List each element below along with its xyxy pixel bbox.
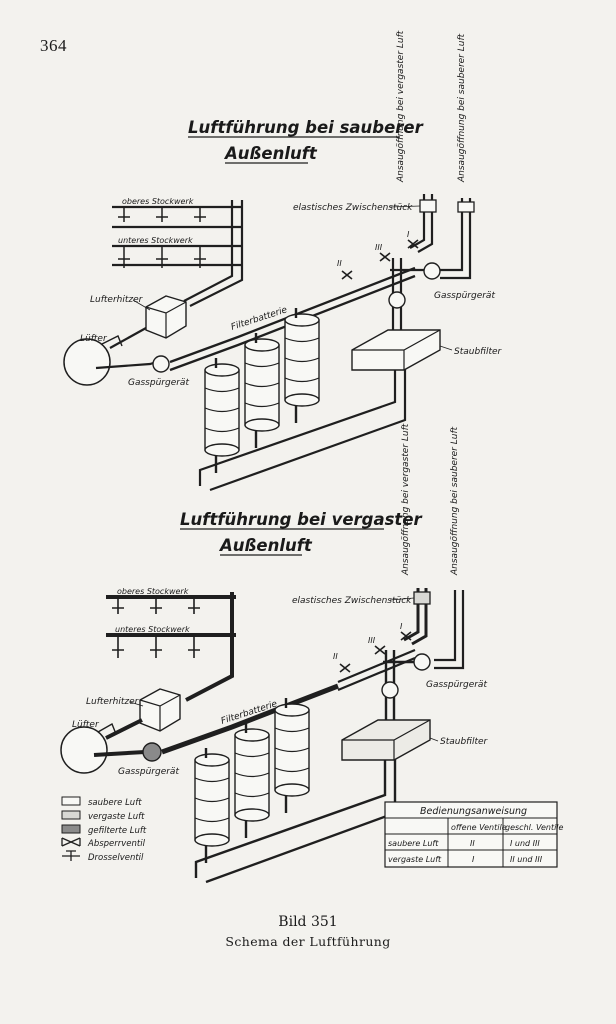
instructions-title: Bedienungsanweisung xyxy=(420,806,527,817)
legend-filtered-swatch xyxy=(61,824,81,834)
filter-cylinder-4 xyxy=(193,746,231,865)
intake-dirty-label: Ansaugöffnung bei vergaster Luft xyxy=(396,30,406,183)
lower-floor-label: unteres Stockwerk xyxy=(118,236,193,245)
upper-floor-label-2: oberes Stockwerk xyxy=(117,587,189,596)
title-gassed-line1: Luftführung bei vergaster xyxy=(180,510,423,529)
legend-gassed-label: vergaste Luft xyxy=(88,812,145,822)
gas-detector-left-label-2: Gasspürgerät xyxy=(118,767,179,777)
legend-throttle-icon xyxy=(62,850,80,861)
elastic-piece-label: elastisches Zwischenstück xyxy=(293,203,413,213)
figure-number: Bild 351 xyxy=(278,914,338,930)
gas-detector-left-label: Gasspürgerät xyxy=(128,378,189,388)
dust-filter-label-2: Staubfilter xyxy=(440,737,489,747)
title-clean-line2: Außenluft xyxy=(223,144,318,163)
gas-detector-left-2 xyxy=(142,742,162,762)
header-closed-valves: geschl. Ventile xyxy=(505,823,564,832)
dust-filter-2 xyxy=(341,719,431,761)
valve-3-label: III xyxy=(375,243,383,252)
intake-clean-label-2: Ansaugöffnung bei sauberer Luft xyxy=(450,426,460,576)
row1-mode: saubere Luft xyxy=(388,839,439,848)
upper-floor-label: oberes Stockwerk xyxy=(122,197,194,206)
fan-2 xyxy=(60,722,117,774)
fan-label-2: Lüfter xyxy=(72,720,100,730)
header-open-valves: offene Ventile xyxy=(451,823,507,832)
row2-mode: vergaste Luft xyxy=(388,855,442,864)
row2-closed: II und III xyxy=(510,855,543,864)
valve-3-label-2: III xyxy=(368,636,376,645)
legend-shutoff-label: Absperrventil xyxy=(87,839,146,849)
legend-clean-label: saubere Luft xyxy=(88,798,142,808)
dust-filter xyxy=(351,329,441,371)
legend-throttle-label: Drosselventil xyxy=(88,853,144,863)
row1-open: II xyxy=(470,839,475,848)
filter-cylinder-1 xyxy=(203,356,241,475)
heater-label-2: Lufterhitzer xyxy=(86,697,140,707)
legend-gassed-swatch xyxy=(61,810,81,820)
gas-detector-upper xyxy=(423,262,441,280)
gas-detector-right-2 xyxy=(381,681,399,699)
legend-shutoff-icon xyxy=(61,837,81,847)
title-gassed-line2: Außenluft xyxy=(218,536,313,555)
row1-closed: I und III xyxy=(510,839,540,848)
filter-cylinder-3 xyxy=(283,306,321,425)
filter-cylinder-2 xyxy=(243,331,281,450)
legend-filtered-label: gefilterte Luft xyxy=(88,826,147,836)
legend-clean-swatch xyxy=(61,796,81,806)
fan-label: Lüfter xyxy=(80,334,108,344)
valve-1-label: I xyxy=(407,230,410,239)
diagram-gassed-air: Luftführung bei vergaster Außenluft Ansa… xyxy=(60,423,489,884)
figure-title: Schema der Luftführung xyxy=(225,934,391,949)
title-clean-line1: Luftführung bei sauberer xyxy=(188,118,424,137)
gas-detector-left xyxy=(152,355,170,373)
heater-label: Lufterhitzer xyxy=(90,295,144,305)
gas-detector-right-label: Gasspürgerät xyxy=(434,291,495,301)
intake-dirty-label-2: Ansaugöffnung bei vergaster Luft xyxy=(401,423,411,576)
valve-1-label-2: I xyxy=(400,622,403,631)
air-heater xyxy=(145,295,187,339)
figure-caption: Bild 351 Schema der Luftführung xyxy=(0,912,616,952)
legend: saubere Luft vergaste Luft gefilterte Lu… xyxy=(61,796,147,863)
lower-floor-label-2: unteres Stockwerk xyxy=(115,625,190,634)
diagram-clean-air: Luftführung bei sauberer Außenluft Ansau… xyxy=(63,30,503,492)
page-number: 364 xyxy=(40,36,67,55)
gas-detector-right xyxy=(388,291,406,309)
gas-detector-right-label-2: Gasspürgerät xyxy=(426,680,487,690)
gas-detector-upper-2 xyxy=(413,653,431,671)
elastic-piece-label-2: elastisches Zwischenstück xyxy=(292,596,412,606)
intake-clean-label: Ansaugöffnung bei sauberer Luft xyxy=(457,33,467,183)
row2-open: I xyxy=(472,855,475,864)
air-heater-2 xyxy=(139,688,181,732)
filter-cylinder-5 xyxy=(233,721,271,840)
valve-2-label: II xyxy=(337,259,342,268)
instructions-table: Bedienungsanweisung offene Ventile gesch… xyxy=(384,801,564,868)
valve-2-label-2: II xyxy=(333,652,338,661)
filter-cylinder-6 xyxy=(273,696,311,815)
dust-filter-label: Staubfilter xyxy=(454,347,503,357)
